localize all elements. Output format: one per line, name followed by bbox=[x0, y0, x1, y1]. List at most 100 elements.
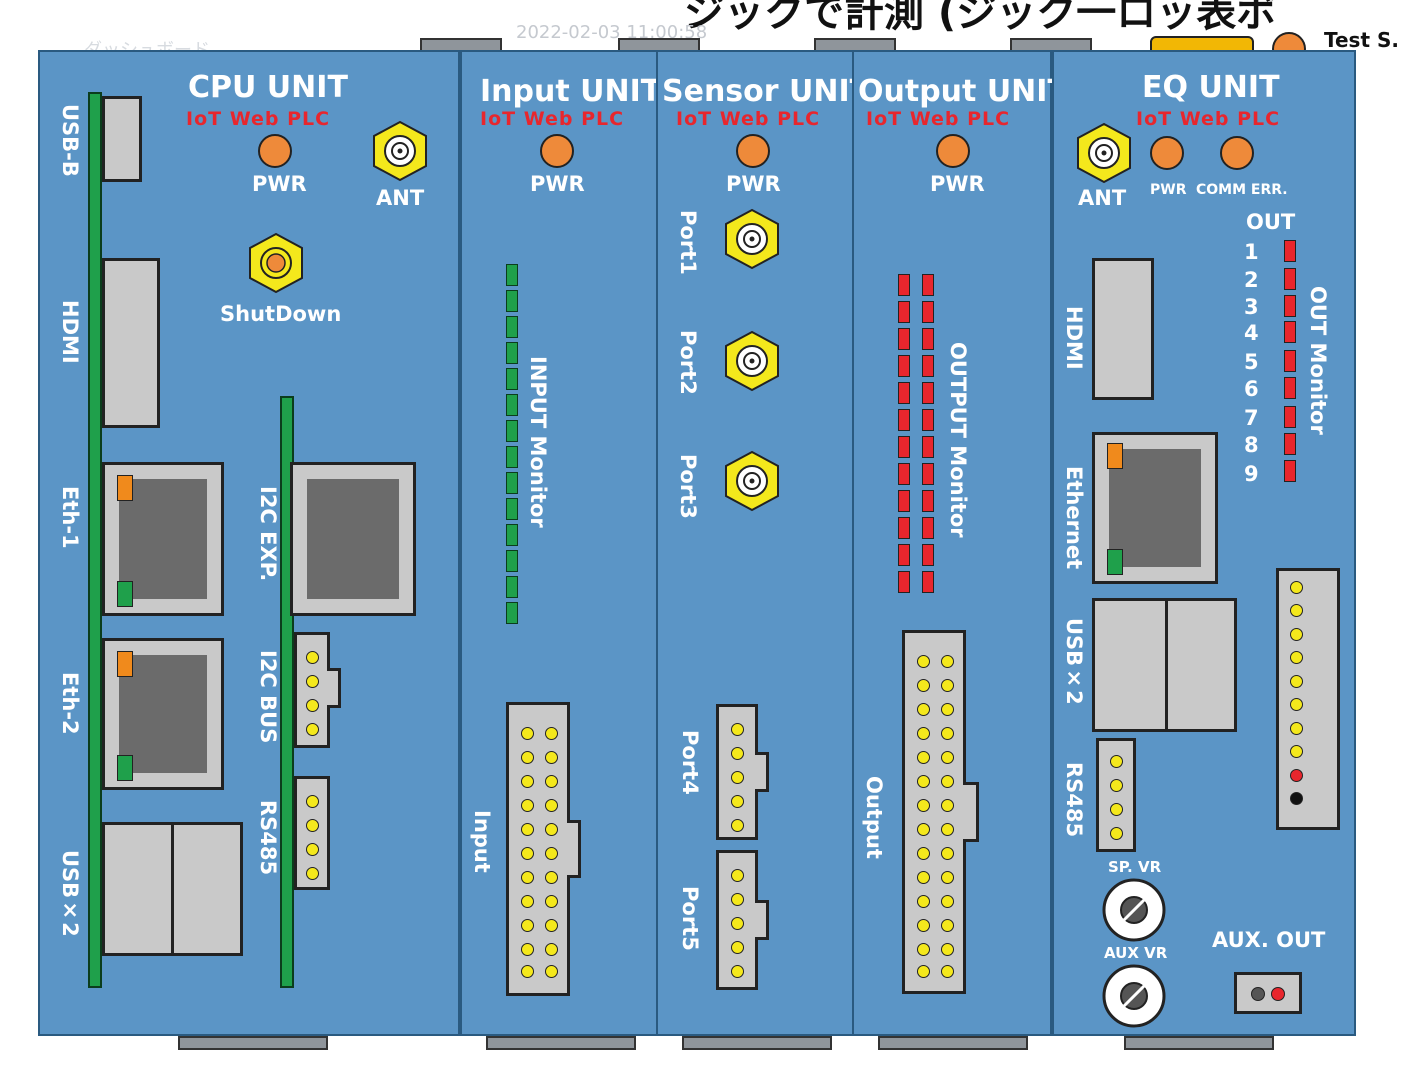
eq-rs485-connector[interactable] bbox=[1096, 738, 1136, 852]
sensor-port2-label: Port2 bbox=[676, 330, 700, 395]
eq-out-monitor-label: OUT Monitor bbox=[1306, 286, 1330, 435]
output-monitor-leds bbox=[898, 274, 938, 598]
sensor-port3-label: Port3 bbox=[676, 454, 700, 519]
eq-unit-brand: IoT Web PLC bbox=[1136, 108, 1281, 130]
sensor-port1-label: Port1 bbox=[676, 210, 700, 275]
sensor-port4-connector[interactable] bbox=[716, 704, 758, 840]
shutdown-button-icon[interactable] bbox=[248, 232, 304, 294]
sensor-pwr-led bbox=[736, 134, 770, 168]
background-timestamp: 2022-02-03 11:00:58 bbox=[516, 22, 708, 43]
input-connector-notch bbox=[567, 820, 581, 878]
eq-commerr-label: COMM ERR. bbox=[1196, 182, 1288, 198]
sensor-port5-notch bbox=[755, 900, 769, 940]
eq-out-number: 2 bbox=[1244, 268, 1259, 292]
output-monitor-label: OUTPUT Monitor bbox=[946, 342, 970, 538]
sensor-port2-connector-icon[interactable] bbox=[724, 330, 780, 392]
cpu-rail-bottom bbox=[178, 1036, 328, 1050]
input-connector[interactable] bbox=[506, 702, 570, 996]
cpu-pwr-led bbox=[258, 134, 292, 168]
output-unit-brand: IoT Web PLC bbox=[866, 108, 1011, 130]
cpu-pwr-label: PWR bbox=[252, 172, 307, 196]
eq-out-number: 1 bbox=[1244, 240, 1259, 264]
i2c-bus-connector[interactable] bbox=[294, 632, 330, 748]
eq-antenna-icon bbox=[1077, 122, 1131, 184]
cpu-usb-port-1[interactable] bbox=[102, 822, 174, 956]
i2c-bus-notch bbox=[327, 668, 341, 708]
cpu-i2cbus-label: I2C BUS bbox=[256, 650, 280, 744]
eq-rs485-label: RS485 bbox=[1062, 762, 1086, 838]
eq-ant-label: ANT bbox=[1078, 186, 1127, 210]
input-monitor-label: INPUT Monitor bbox=[526, 356, 550, 528]
cpu-unit-title: CPU UNIT bbox=[188, 70, 348, 105]
input-monitor-leds bbox=[506, 264, 520, 626]
output-unit-title: Output UNIT bbox=[858, 74, 1068, 109]
eq-ethernet-port[interactable] bbox=[1092, 432, 1218, 584]
sensor-port3-connector-icon[interactable] bbox=[724, 450, 780, 512]
eq-out-number: 6 bbox=[1244, 377, 1259, 401]
cpu-antenna-icon bbox=[373, 120, 427, 182]
eq-pwr-led bbox=[1150, 136, 1184, 170]
i2c-exp-port[interactable] bbox=[290, 462, 416, 616]
aux-out-terminal[interactable] bbox=[1234, 972, 1302, 1014]
cpu-rs485-connector[interactable] bbox=[294, 776, 330, 890]
cpu-rs485-label: RS485 bbox=[256, 800, 280, 876]
sp-vr-knob-icon[interactable] bbox=[1102, 878, 1166, 942]
sensor-port4-label: Port4 bbox=[678, 730, 702, 795]
eq-unit-title: EQ UNIT bbox=[1142, 70, 1280, 105]
output-connector-notch bbox=[963, 782, 979, 842]
eq-out-number: 8 bbox=[1244, 433, 1259, 457]
eq-out-numbers: 1 2 3 4 5 6 7 8 9 bbox=[1244, 240, 1264, 492]
output-connector[interactable] bbox=[902, 630, 966, 994]
cpu-pcb-left bbox=[88, 92, 102, 988]
sensor-pwr-label: PWR bbox=[726, 172, 781, 196]
output-pwr-label: PWR bbox=[930, 172, 985, 196]
eq-hdmi-port[interactable] bbox=[1092, 258, 1154, 400]
eth2-port[interactable] bbox=[102, 638, 224, 790]
cpu-ant-label: ANT bbox=[376, 186, 425, 210]
input-pwr-label: PWR bbox=[530, 172, 585, 196]
sensor-unit-title: Sensor UNIT bbox=[662, 74, 871, 109]
aux-vr-knob-icon[interactable] bbox=[1102, 964, 1166, 1028]
sensor-port1-connector-icon[interactable] bbox=[724, 208, 780, 270]
eq-rail-bottom bbox=[1124, 1036, 1274, 1050]
eq-auxvr-label: AUX VR bbox=[1104, 944, 1168, 962]
cpu-hdmi-label: HDMI bbox=[58, 300, 82, 364]
cpu-eth1-label: Eth-1 bbox=[58, 486, 82, 549]
eq-usb-port-2[interactable] bbox=[1165, 598, 1237, 732]
eq-out-number: 3 bbox=[1244, 295, 1259, 319]
cpu-eth2-label: Eth-2 bbox=[58, 672, 82, 735]
eq-out-number: 4 bbox=[1244, 321, 1259, 345]
eq-usbx2-label: USB×2 bbox=[1062, 618, 1086, 705]
eq-out-number: 9 bbox=[1244, 462, 1259, 486]
shutdown-label: ShutDown bbox=[220, 302, 342, 326]
input-connector-label: Input bbox=[470, 810, 494, 873]
cpu-usbx2-label: USB×2 bbox=[58, 850, 82, 937]
sensor-rail-bottom bbox=[682, 1036, 832, 1050]
output-rail-bottom bbox=[878, 1036, 1028, 1050]
eq-commerr-led bbox=[1220, 136, 1254, 170]
input-unit-title: Input UNIT bbox=[480, 74, 662, 109]
eq-terminal-block[interactable] bbox=[1276, 568, 1340, 830]
sensor-port5-connector[interactable] bbox=[716, 850, 758, 990]
eq-out-number: 7 bbox=[1244, 406, 1259, 430]
eq-auxout-label: AUX. OUT bbox=[1212, 928, 1326, 952]
input-pwr-led bbox=[540, 134, 574, 168]
eq-ethernet-label: Ethernet bbox=[1062, 466, 1086, 570]
eq-usb-port-1[interactable] bbox=[1092, 598, 1168, 732]
cpu-usbb-label: USB-B bbox=[58, 104, 82, 177]
eq-out-number: 5 bbox=[1244, 350, 1259, 374]
cpu-usb-port-2[interactable] bbox=[171, 822, 243, 956]
cpu-i2cexp-label: I2C EXP. bbox=[256, 486, 280, 582]
sensor-port5-label: Port5 bbox=[678, 886, 702, 951]
input-unit-brand: IoT Web PLC bbox=[480, 108, 625, 130]
sensor-unit-brand: IoT Web PLC bbox=[676, 108, 821, 130]
eq-out-label: OUT bbox=[1246, 210, 1296, 234]
eq-pwr-label: PWR bbox=[1150, 182, 1187, 198]
sensor-port4-notch bbox=[755, 752, 769, 792]
eth1-port[interactable] bbox=[102, 462, 224, 616]
hdmi-port[interactable] bbox=[102, 258, 160, 428]
usb-b-port[interactable] bbox=[102, 96, 142, 182]
eq-hdmi-label: HDMI bbox=[1062, 306, 1086, 370]
output-connector-label: Output bbox=[862, 776, 886, 859]
eq-out-leds bbox=[1284, 240, 1298, 484]
